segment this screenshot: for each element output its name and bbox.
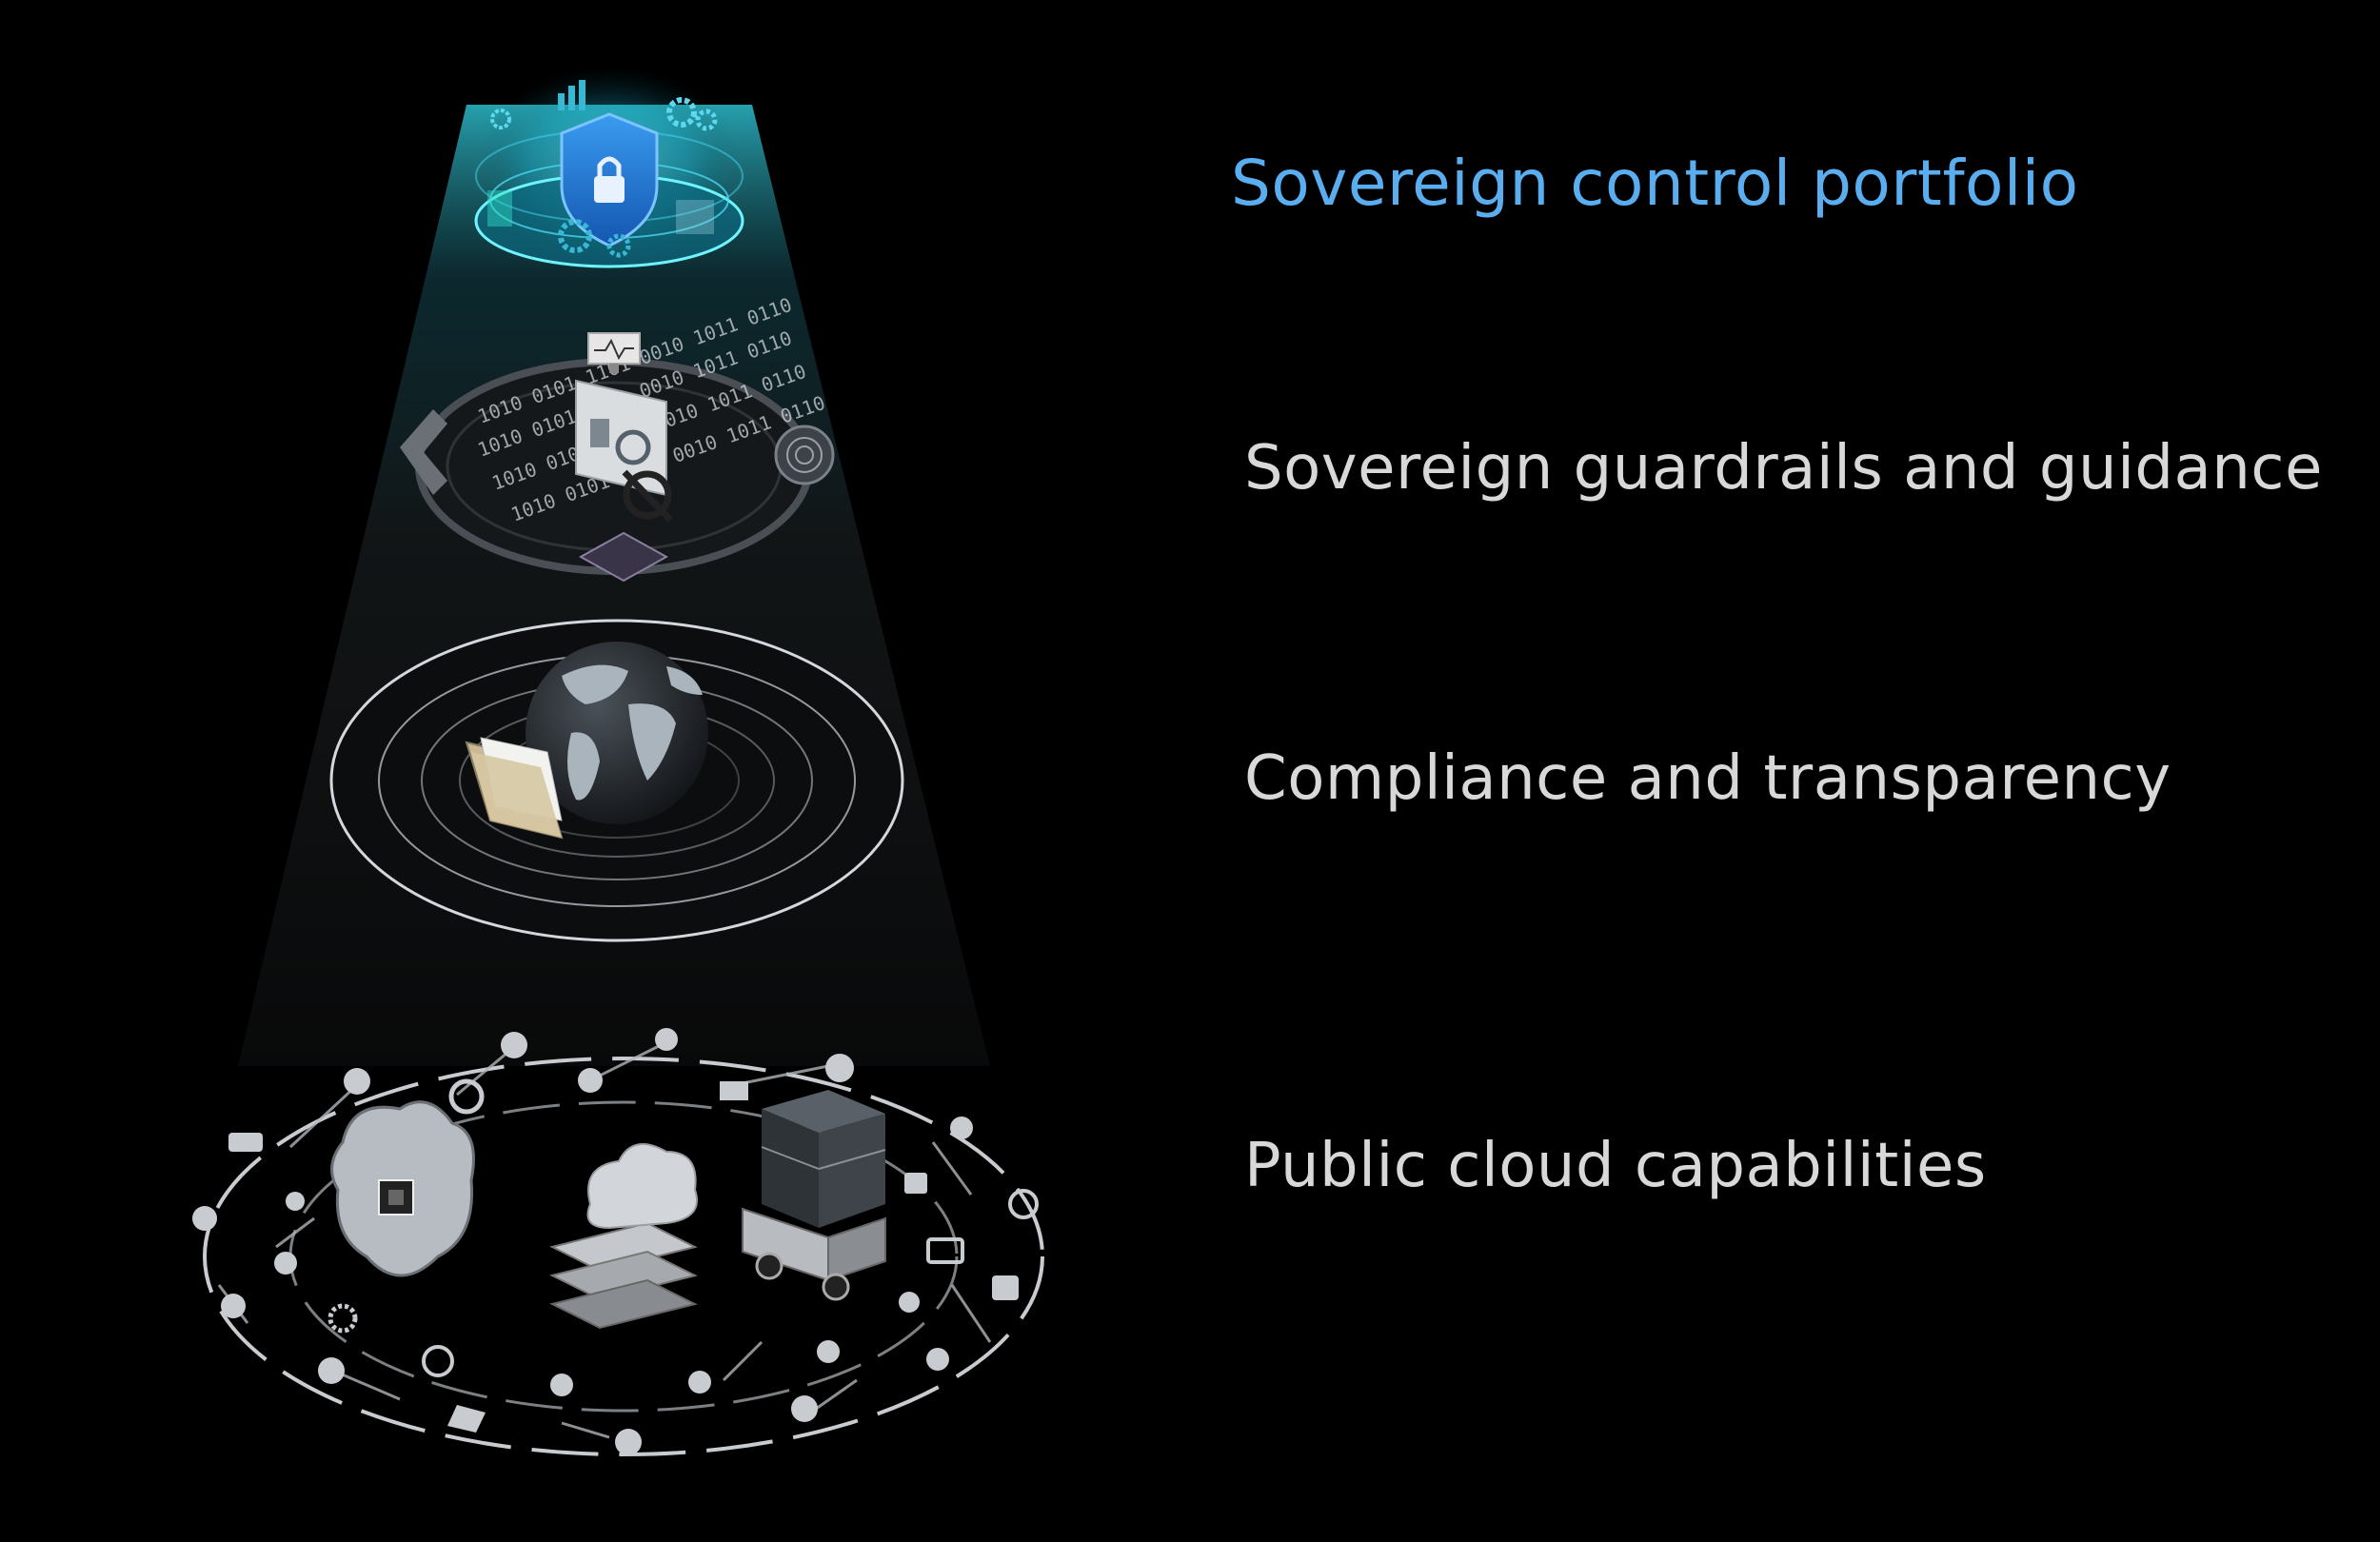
cloud-server-icon [549, 1143, 698, 1330]
gear-icon [490, 109, 511, 129]
fingerprint-icon [774, 425, 835, 485]
lock-icon [904, 1173, 927, 1194]
gear-icon [666, 97, 697, 128]
ai-brain-icon [330, 1100, 475, 1277]
bicycle-icon [1008, 1189, 1039, 1219]
wifi-icon [274, 1252, 297, 1275]
monitor-icon [587, 332, 641, 373]
weather-icon [578, 1068, 603, 1093]
tag-icon [228, 1133, 263, 1152]
layer-label-public-cloud: Public cloud capabilities [1244, 1131, 1987, 1201]
layer-label-control-portfolio: Sovereign control portfolio [1231, 147, 2079, 220]
layer-label-guardrails: Sovereign guardrails and guidance [1244, 433, 2323, 504]
bar-chart-icon [558, 80, 585, 110]
airplane-icon [926, 1348, 949, 1371]
guardrails-graphic: 1010 0101 1101 0010 1011 0110 1010 0101 … [400, 293, 835, 583]
control-portfolio-graphic [474, 67, 744, 268]
star-icon [318, 1357, 345, 1384]
close-icon [344, 1068, 370, 1095]
wrench-icon [950, 1117, 973, 1139]
chip-icon [578, 531, 669, 583]
cloud-icon [825, 1054, 854, 1082]
tablet-icon [926, 1237, 964, 1264]
shield-icon [447, 1405, 486, 1433]
gear-icon [327, 1303, 358, 1334]
airplane-icon [550, 1374, 573, 1396]
gear-icon [695, 109, 718, 131]
camera-icon [192, 1206, 217, 1231]
key-icon [286, 1192, 305, 1211]
layer-label-compliance: Compliance and transparency [1244, 743, 2172, 814]
globe-icon [526, 642, 708, 824]
public-cloud-graphic [192, 1028, 1044, 1456]
hand-icon [615, 1429, 642, 1455]
folder-icon [465, 737, 564, 840]
music-icon [899, 1292, 920, 1313]
gear-icon [558, 219, 592, 253]
bar-chart-icon [720, 1081, 748, 1100]
atom-icon [422, 1345, 454, 1377]
connector-icon [655, 1028, 678, 1051]
target-icon [448, 1078, 485, 1115]
bag-icon [992, 1275, 1019, 1300]
compliance-graphic [329, 619, 904, 942]
delivery-truck-icon [742, 1090, 886, 1301]
tools-icon [622, 469, 673, 523]
car-icon [791, 1395, 818, 1422]
cloud-icon [501, 1032, 527, 1058]
link-icon [688, 1371, 711, 1394]
chevron-icon [400, 409, 447, 495]
car-icon [221, 1294, 246, 1318]
gear-icon [606, 233, 631, 258]
lightning-icon [817, 1340, 840, 1363]
